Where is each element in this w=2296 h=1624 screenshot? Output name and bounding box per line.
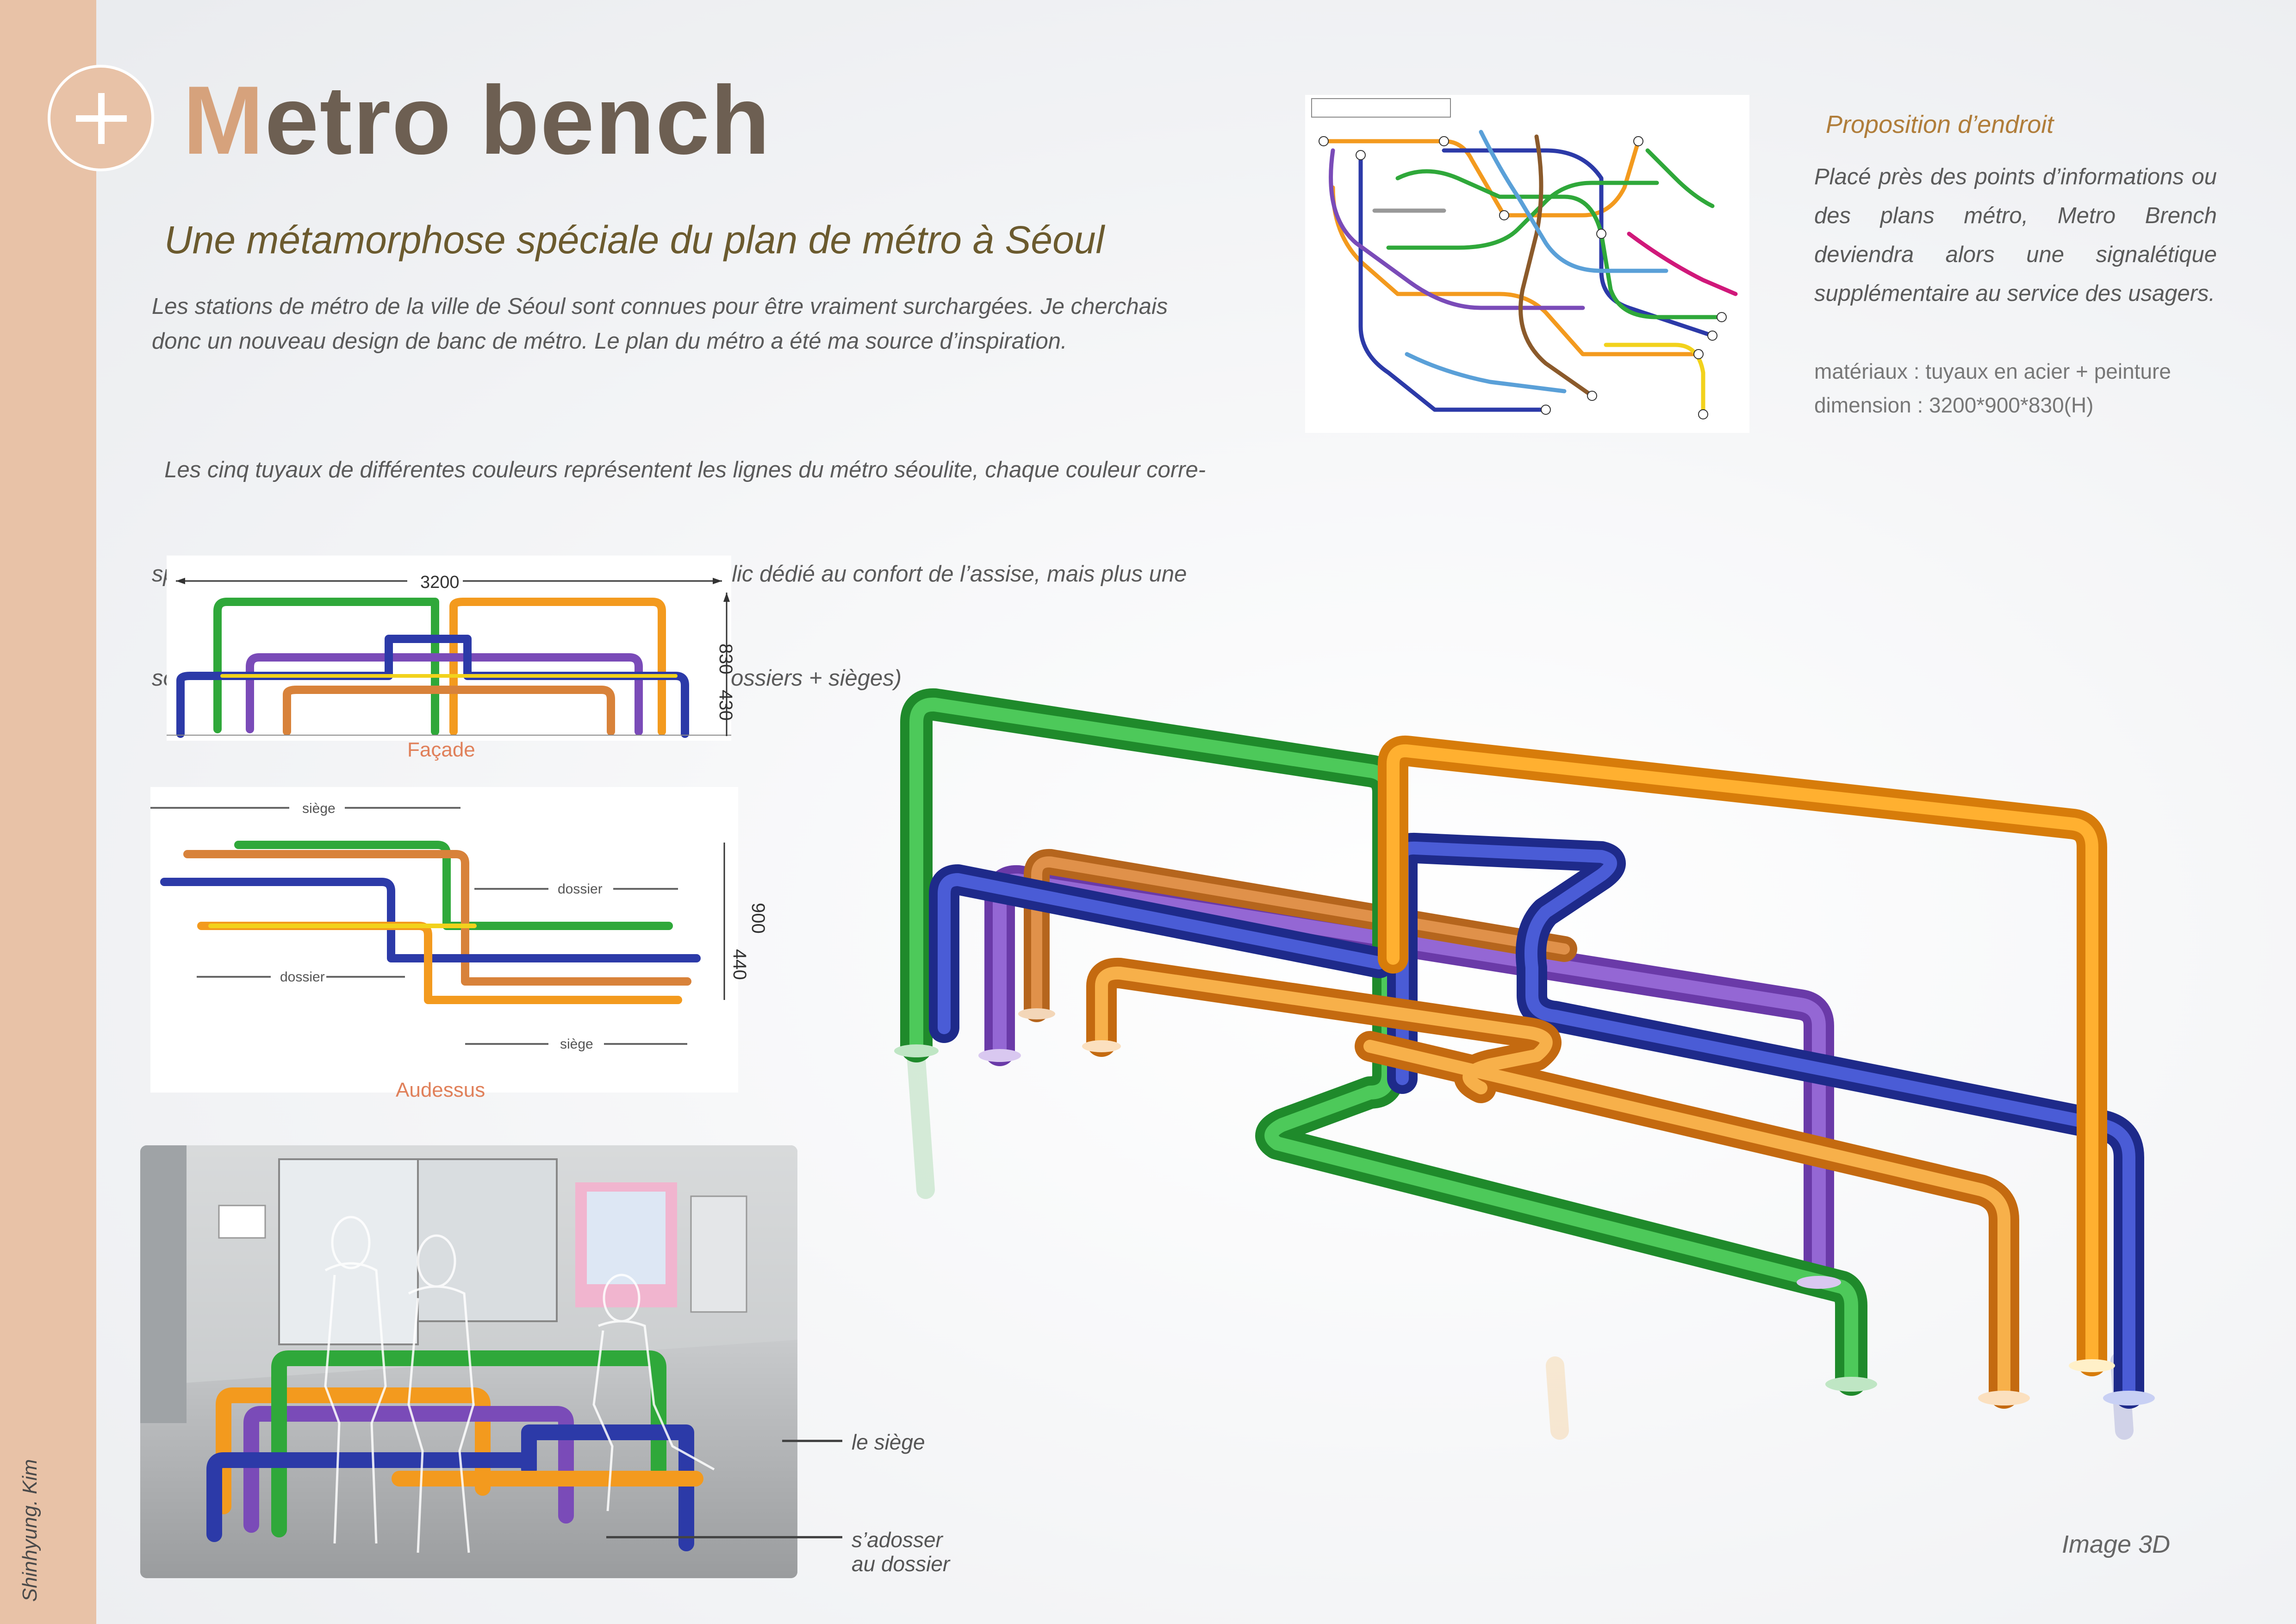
top-view-label: Audessus — [396, 1079, 485, 1101]
dimension-spec: dimension : 3200*900*830(H) — [1814, 393, 2094, 417]
back-annotation: s’adosser au dossier — [852, 1528, 950, 1576]
facade-width-label: 3200 — [420, 573, 460, 592]
top-seat-depth-label: 440 — [729, 949, 750, 980]
intro-paragraph-1: Les stations de métro de la ville de Séo… — [152, 294, 1168, 354]
location-heading: Proposition d’endroit — [1826, 111, 2054, 138]
seat-pointer-line — [782, 1440, 842, 1442]
seat-annotation: le siège — [852, 1430, 925, 1454]
siege-top-label: siège — [302, 801, 336, 816]
dossier-left-label: dossier — [280, 969, 325, 985]
material-spec: matériaux : tuyaux en acier + peinture — [1814, 359, 2171, 383]
facade-drawing: 3200 — [167, 556, 731, 741]
station-photo — [140, 1145, 797, 1578]
bench-3d-render — [879, 671, 2221, 1458]
back-pointer-line — [606, 1536, 842, 1538]
page-title: Metro bench — [183, 66, 771, 175]
page-subtitle: Une métamorphose spéciale du plan de mét… — [164, 218, 1105, 262]
plus-icon — [48, 65, 154, 171]
render-label: Image 3D — [2062, 1530, 2171, 1558]
dossier-right-label: dossier — [558, 881, 603, 897]
sidebar-strip — [0, 0, 96, 1624]
author-name: Shinhyung. Kim — [19, 1459, 41, 1602]
top-depth-label: 900 — [748, 903, 768, 934]
siege-bottom-label: siège — [560, 1037, 593, 1052]
location-text: Placé près des points d’informations ou … — [1814, 164, 2217, 306]
top-view-drawing: siège dossier dossier siège — [150, 787, 738, 1093]
facade-label: Façade — [407, 738, 475, 761]
metro-map-image — [1305, 95, 1749, 433]
facade-seat-height-label: 430 — [716, 690, 736, 721]
facade-height-label: 830 — [716, 643, 736, 675]
